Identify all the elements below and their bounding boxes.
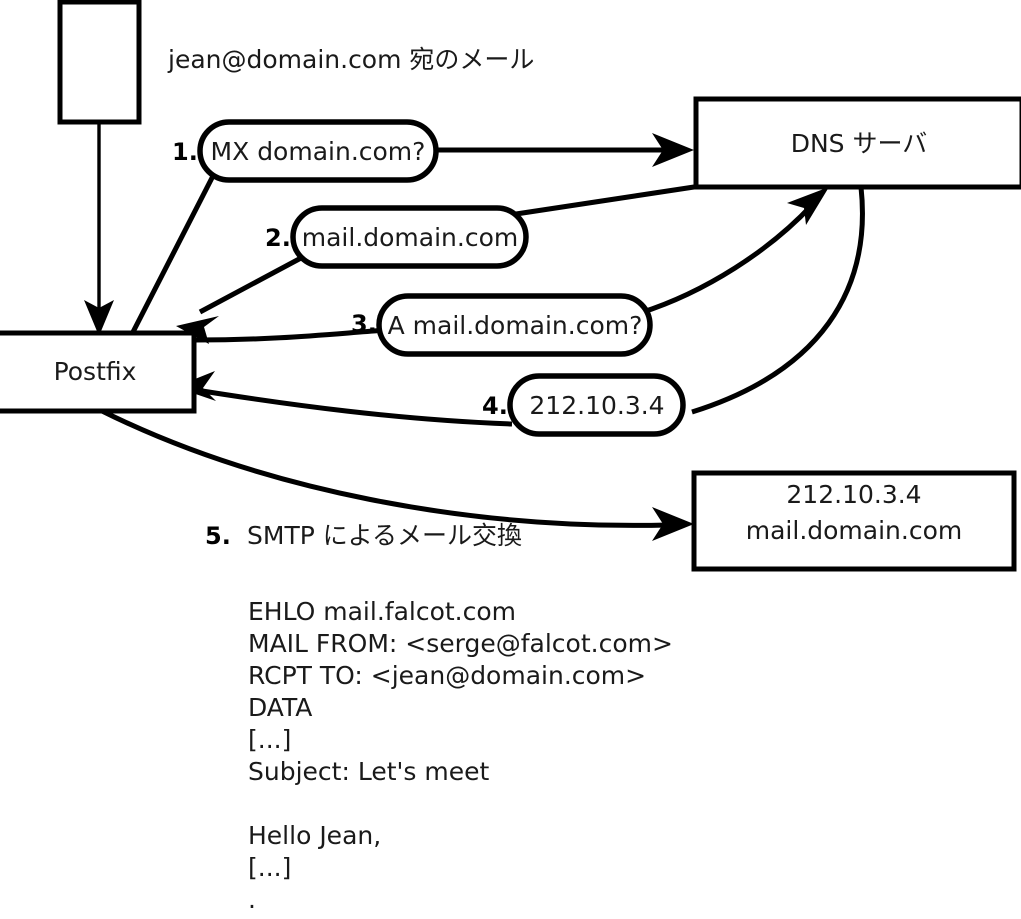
smtp-line-0: EHLO mail.falcot.com: [248, 597, 516, 626]
node-mailhost-hostname: mail.domain.com: [746, 516, 962, 545]
node-mailhost-box[interactable]: [691, 470, 1017, 572]
node-postfix-label: Postfix: [54, 357, 137, 386]
caption-mail-to: jean@domain.com 宛のメール: [167, 45, 534, 74]
bubble-label-1: MX domain.com?: [211, 137, 426, 166]
node-dns-label: DNS サーバ: [791, 129, 928, 158]
step-number-2: 2.: [265, 224, 291, 252]
smtp-line-8: [...]: [248, 853, 291, 882]
bubble-step-3[interactable]: [376, 293, 653, 357]
bubble-step-1[interactable]: [197, 119, 439, 183]
node-mailhost-ip: 212.10.3.4: [786, 480, 921, 509]
step-5-label: SMTP によるメール交換: [247, 521, 522, 550]
node-client-box[interactable]: [57, 0, 142, 125]
step-number-4: 4.: [482, 392, 508, 420]
smtp-line-7: Hello Jean,: [248, 821, 381, 850]
connector-client-to-postfix: [84, 122, 114, 336]
bubble-step-4[interactable]: [507, 373, 686, 437]
connector-step3-postfix-to-dns: [194, 187, 829, 343]
smtp-line-3: DATA: [248, 693, 312, 722]
smtp-line-5: Subject: Let's meet: [248, 757, 489, 786]
connector-step2-dns-to-postfix: [176, 184, 695, 344]
smtp-line-4: [...]: [248, 725, 291, 754]
bubble-label-3: A mail.domain.com?: [388, 311, 643, 340]
connector-step5-postfix-to-mailhost: [98, 407, 694, 541]
node-dns-box[interactable]: [693, 96, 1021, 190]
bubble-label-2: mail.domain.com: [302, 223, 518, 252]
bubble-label-4: 212.10.3.4: [529, 391, 664, 420]
connector-step1-postfix-to-dns: [130, 133, 694, 334]
node-postfix-box[interactable]: [0, 330, 197, 414]
smtp-line-1: MAIL FROM: <serge@falcot.com>: [248, 629, 673, 658]
step-number-5: 5.: [205, 522, 231, 550]
bubble-step-2[interactable]: [290, 205, 529, 269]
step-number-1: 1.: [172, 138, 198, 166]
step-number-3: 3.: [351, 310, 377, 338]
smtp-line-2: RCPT TO: <jean@domain.com>: [248, 661, 646, 690]
smtp-line-9: .: [248, 885, 256, 914]
